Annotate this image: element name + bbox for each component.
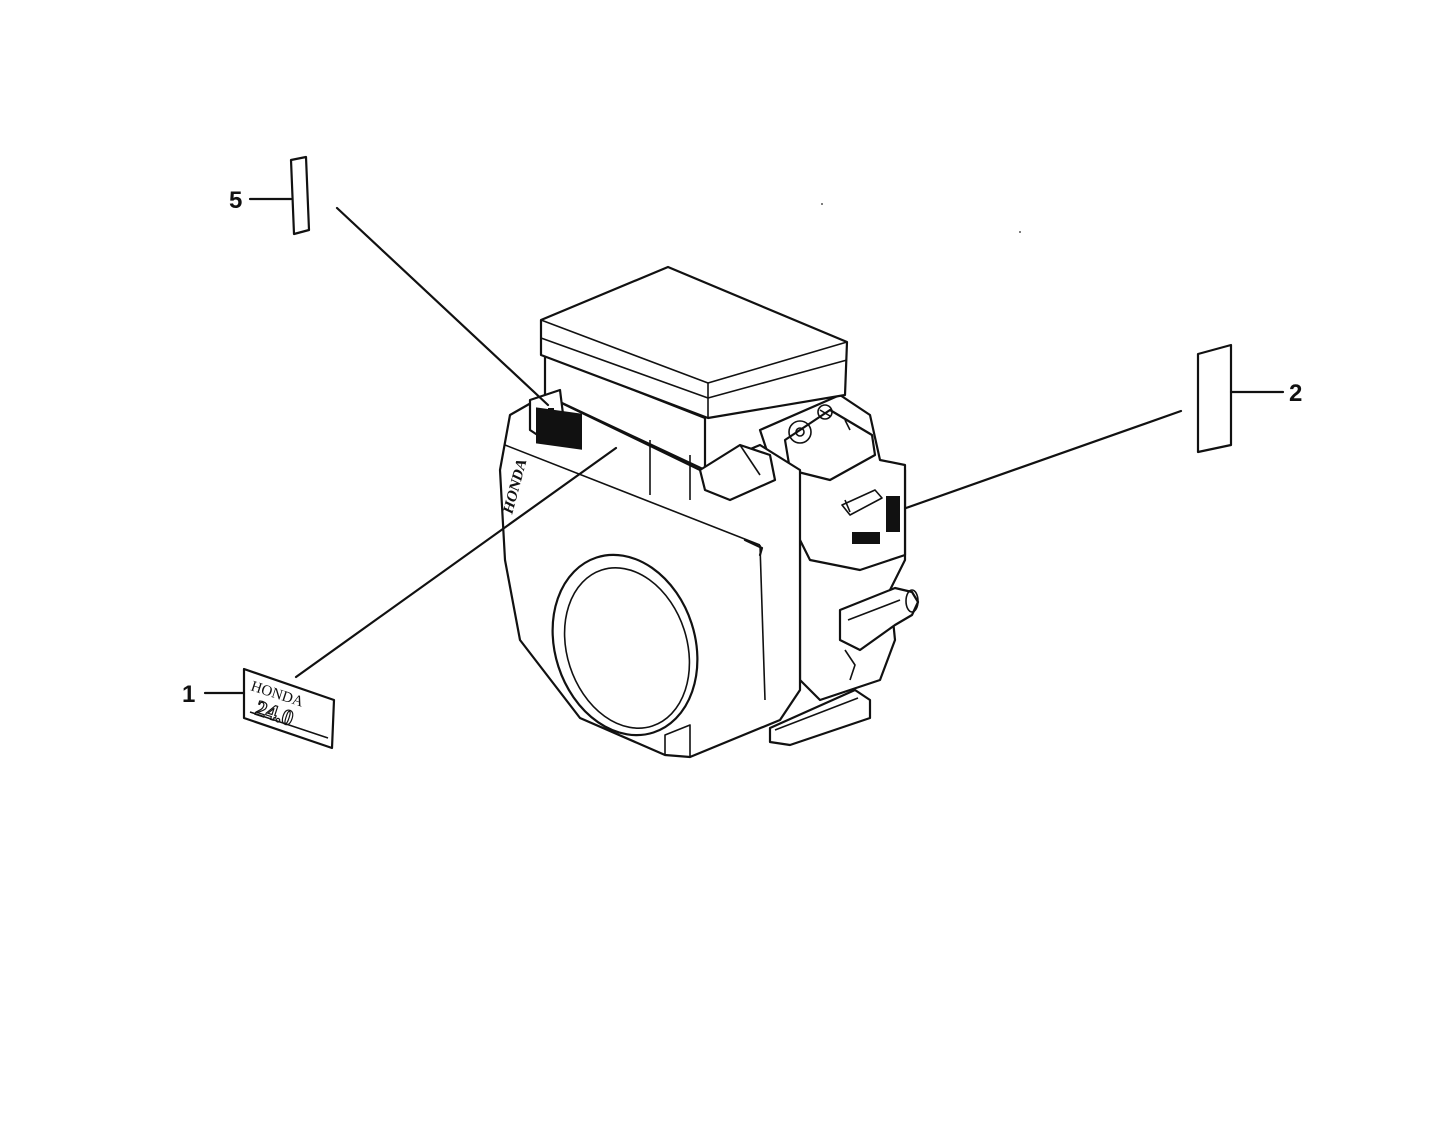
engine-illustration: HONDA <box>498 265 920 759</box>
callout-1: 1 <box>182 681 195 708</box>
callout-5: 5 <box>229 187 242 214</box>
leader-line-5 <box>335 206 550 407</box>
part-1-emblem: HONDA 24.0 1 <box>182 667 336 750</box>
callout-2: 2 <box>1289 380 1302 407</box>
part-5-label: 5 <box>229 155 311 236</box>
part-2-label: 2 <box>1196 343 1302 454</box>
leader-line-2 <box>904 409 1183 510</box>
leader-lines <box>294 206 1183 679</box>
leader-line-1 <box>294 446 618 679</box>
scan-dot <box>821 203 823 205</box>
scan-dot <box>1019 231 1021 233</box>
